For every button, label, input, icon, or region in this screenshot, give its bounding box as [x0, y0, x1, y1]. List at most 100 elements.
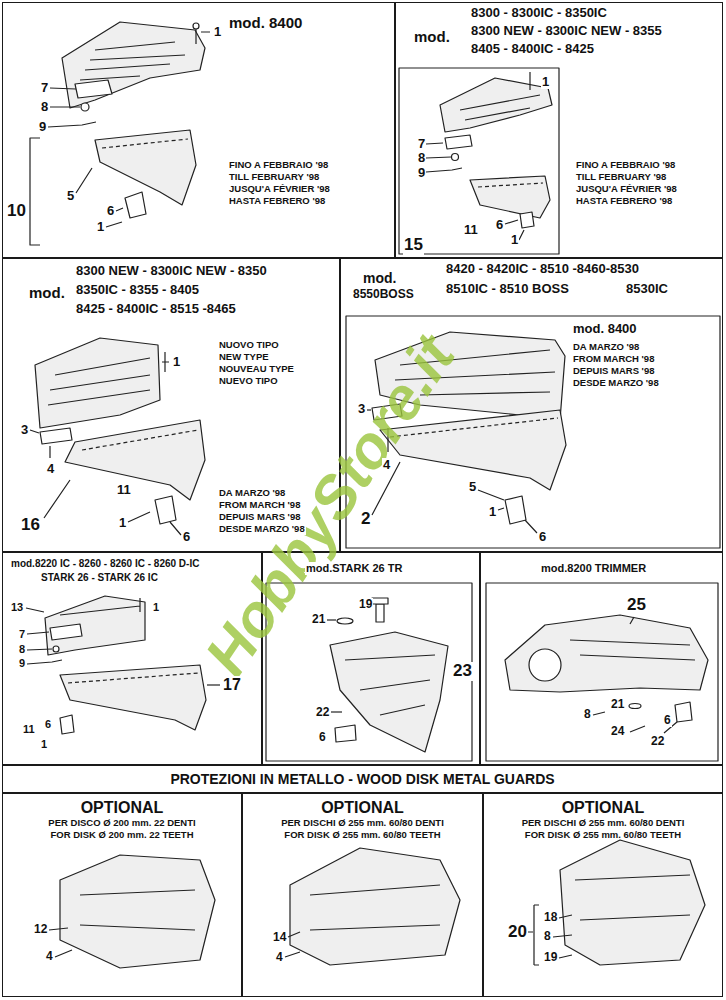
callout-number: 4 [382, 458, 391, 472]
note-text: NUOVO TIPO [218, 340, 280, 351]
note-text: FINO A FEBBRAIO '98 [228, 160, 329, 171]
note-text: PER DISCO Ø 200 mm. 22 DENTI [3, 818, 241, 829]
callout-number: 8 [583, 708, 592, 721]
callout-number: 17 [222, 676, 242, 694]
note-text: DA MARZO '98 [218, 488, 286, 499]
panel-box: mod. 8400FINO A FEBBRAIO '98TILL FEBRUAR… [2, 2, 395, 258]
callout-number: 22 [650, 735, 665, 748]
callout-number: 6 [318, 731, 327, 744]
callout-number: 1 [118, 516, 127, 530]
callout-number: 12 [33, 923, 48, 936]
model-heading: OPTIONAL [243, 799, 482, 817]
callout-number: 1 [510, 233, 519, 247]
model-heading: OPTIONAL [484, 799, 722, 817]
callout-number: 25 [626, 596, 647, 615]
panel-box: mod.8200 TRIMMER [480, 552, 723, 765]
note-text: FROM MARCH '98 [218, 500, 301, 511]
callout-number: 21 [311, 613, 326, 626]
callout-number: 4 [45, 950, 54, 963]
panel-box: OPTIONALPER DISCHI Ø 255 mm. 60/80 DENTI… [242, 793, 483, 997]
note-text: DESDE MARZO '98 [218, 524, 306, 535]
callout-number: 8 [18, 643, 26, 655]
model-heading: mod.STARK 26 TR [305, 562, 403, 575]
note-text: STARK 26 - STARK 26 IC [40, 572, 159, 584]
callout-number: 7 [18, 628, 26, 640]
note-text: FINO A FEBBRAIO '98 [575, 160, 676, 171]
note-text: 8300 NEW - 8300IC NEW - 8355 [470, 24, 663, 39]
model-heading: PROTEZIONI IN METALLO - WOOD DISK METAL … [3, 771, 722, 787]
note-text: 8405 - 8400IC - 8425 [470, 42, 595, 57]
panel-box: PROTEZIONI IN METALLO - WOOD DISK METAL … [2, 765, 723, 793]
callout-number: 3 [20, 423, 29, 437]
callout-number: 8 [417, 151, 426, 165]
callout-number: 15 [403, 236, 424, 255]
note-text: TILL FEBRUARY '98 [575, 172, 667, 183]
callout-number: 19 [358, 598, 373, 611]
note-text: FROM MARCH '98 [572, 354, 655, 365]
callout-number: 4 [46, 462, 55, 476]
callout-number: 7 [40, 81, 49, 95]
callout-number: 6 [106, 204, 115, 218]
model-heading: mod. 8400 [228, 14, 303, 31]
panel-box: mod.8300 - 8300IC - 8350IC8300 NEW - 830… [395, 2, 723, 258]
callout-number: 9 [18, 657, 26, 669]
callout-number: 16 [20, 516, 41, 535]
callout-number: 9 [417, 166, 426, 180]
note-text: 8350IC - 8355 - 8405 [75, 283, 200, 298]
callout-number: 24 [610, 725, 625, 738]
note-text: JUSQU'A FÉVRIER '98 [228, 184, 331, 195]
note-text: 8550BOSS [352, 288, 415, 302]
note-text: 8420 - 8420IC - 8510 -8460-8530 [445, 262, 640, 277]
callout-number: 1 [40, 738, 48, 750]
callout-number: 8 [543, 930, 552, 943]
callout-number: 1 [152, 601, 160, 613]
note-text: PER DISCHI Ø 255 mm. 60/80 DENTI [243, 818, 482, 829]
callout-number: 6 [538, 530, 547, 544]
note-text: FOR DISK Ø 200 mm. 22 TEETH [3, 830, 241, 841]
callout-number: 6 [663, 714, 672, 727]
note-text: DEPUIS MARS '98 [572, 366, 655, 377]
callout-number: 1 [172, 355, 181, 369]
callout-number: 9 [38, 120, 47, 134]
callout-number: 20 [507, 923, 528, 942]
note-text: 8530IC [625, 282, 669, 297]
callout-number: 6 [182, 530, 191, 544]
callout-number: 6 [495, 218, 504, 232]
note-text: DEPUIS MARS '98 [218, 512, 301, 523]
note-text: 8510IC - 8510 BOSS [445, 282, 570, 297]
note-text: DA MARZO '98 [572, 342, 640, 353]
callout-number: 5 [66, 189, 75, 203]
callout-number: 7 [417, 137, 426, 151]
model-heading: mod. [413, 28, 451, 45]
callout-number: 5 [468, 480, 477, 494]
callout-number: 11 [463, 223, 479, 237]
note-text: FOR DISK Ø 255 mm. 60/80 TEETH [484, 830, 722, 841]
callout-number: 11 [116, 483, 132, 497]
note-text: HASTA FEBRERO '98 [228, 196, 326, 207]
callout-number: 22 [315, 706, 330, 719]
note-text: FOR DISK Ø 255 mm. 60/80 TEETH [243, 830, 482, 841]
note-text: HASTA FEBRERO '98 [575, 196, 673, 207]
callout-number: 1 [488, 505, 497, 519]
callout-number: 13 [10, 601, 24, 613]
callout-number: 21 [610, 698, 625, 711]
model-heading: mod. [362, 270, 397, 286]
panel-box: mod.8300 NEW - 8300IC NEW - 83508350IC -… [2, 258, 340, 552]
callout-number: 8 [40, 100, 49, 114]
callout-number: 1 [213, 25, 222, 39]
callout-number: 1 [96, 220, 105, 234]
note-text: PER DISCHI Ø 255 mm. 60/80 DENTI [484, 818, 722, 829]
callout-number: 3 [357, 402, 366, 416]
callout-number: 19 [543, 951, 558, 964]
note-text: mod. 8400 [572, 322, 638, 337]
note-text: JUSQU'A FÉVRIER '98 [575, 184, 678, 195]
panel-box: OPTIONALPER DISCHI Ø 255 mm. 60/80 DENTI… [483, 793, 723, 997]
note-text: NUEVO TIPO [218, 376, 279, 387]
callout-number: 1 [541, 75, 550, 89]
callout-number: 4 [275, 951, 284, 964]
callout-number: 14 [272, 931, 287, 944]
note-text: TILL FEBRUARY '98 [228, 172, 320, 183]
panel-box: OPTIONALPER DISCO Ø 200 mm. 22 DENTIFOR … [2, 793, 242, 997]
callout-number: 6 [44, 718, 52, 730]
